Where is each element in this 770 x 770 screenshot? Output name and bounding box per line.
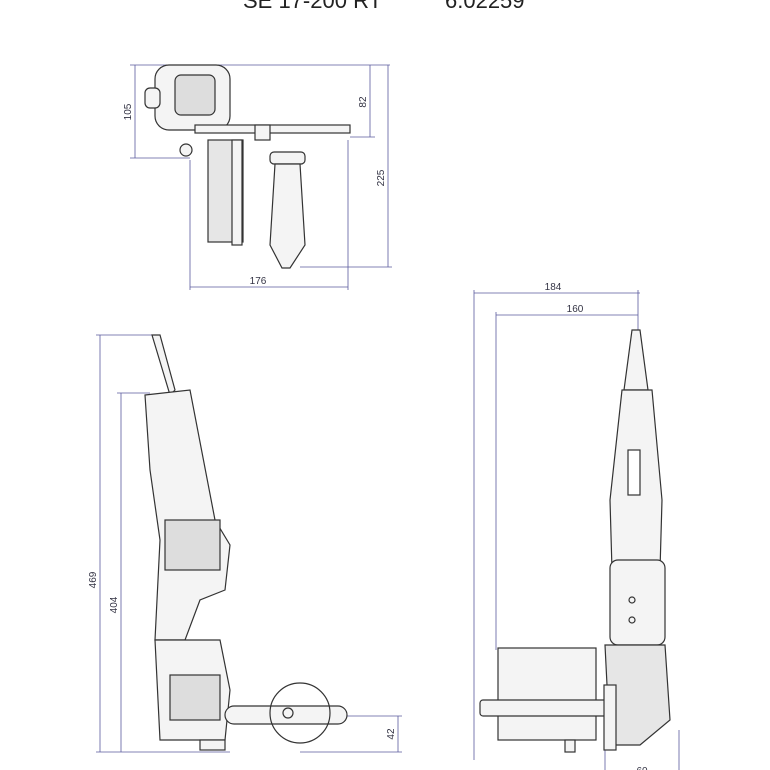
- dim-176: 176: [250, 276, 267, 287]
- dimension-labels: 105 82 225 176 184 160 60 469 404 42: [88, 96, 648, 770]
- dim-184: 184: [545, 282, 562, 293]
- dim-404: 404: [109, 596, 120, 613]
- dim-60: 60: [636, 766, 648, 770]
- dim-225: 225: [376, 169, 387, 186]
- front-view-tool: [479, 329, 671, 753]
- side-view-tool: [144, 334, 348, 751]
- top-view-tool: [144, 64, 351, 269]
- article-number: 6.02259: [445, 0, 525, 13]
- dim-469: 469: [88, 571, 99, 588]
- dim-82: 82: [358, 96, 369, 108]
- dim-160: 160: [567, 304, 584, 315]
- dimension-lines: [96, 64, 680, 770]
- dim-42: 42: [386, 728, 397, 740]
- dim-105: 105: [123, 103, 134, 120]
- model-name: SE 17-200 RT: [243, 0, 383, 13]
